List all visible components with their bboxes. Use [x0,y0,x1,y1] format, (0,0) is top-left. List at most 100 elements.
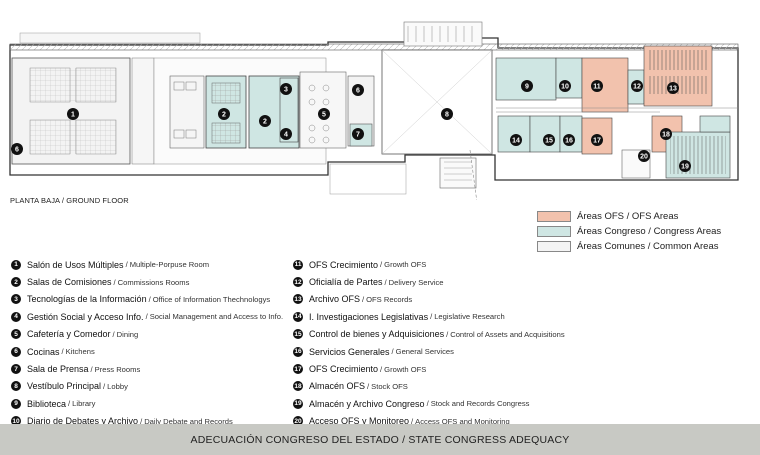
svg-text:1: 1 [71,112,75,119]
svg-text:16: 16 [565,138,573,145]
plan-marker-17: 17 [591,134,603,146]
legend-number: 11 [293,259,303,270]
legend-en: Stock and Records Congress [430,399,530,409]
plan-marker-13: 13 [667,82,679,94]
svg-text:9: 9 [525,84,529,91]
legend-number: 2 [11,277,21,288]
area-key-ofs: Áreas OFS / OFS Areas [537,209,721,224]
svg-text:8: 8 [445,112,449,119]
area-key-congress: Áreas Congreso / Congress Areas [537,224,721,239]
legend-es: Acceso OFS y Monitoreo [309,416,410,427]
plan-marker-6b: 6 [352,84,364,96]
footer-bar: ADECUACIÓN CONGRESO DEL ESTADO / STATE C… [0,424,760,455]
legend-en: Control of Assets and Acquisitions [450,329,565,339]
legend-es: Salón de Usos Múltiples [27,259,124,270]
legend-es: Cocinas [27,346,60,357]
legend-en: General Services [395,347,454,357]
floor-label: PLANTA BAJA / GROUND FLOOR [10,196,129,205]
legend-number: 15 [293,329,303,340]
building-outline [9,37,739,181]
svg-text:12: 12 [633,84,641,91]
area-key-label: Áreas OFS / OFS Areas [577,211,679,222]
floor-plan: 1 2 2 3 4 5 6 6 7 8 9 10 11 12 13 14 15 … [9,21,739,200]
legend-es: Vestíbulo Principal [27,381,102,392]
plan-marker-15: 15 [543,134,555,146]
legend-en: Library [72,399,96,409]
plan-marker-6a: 6 [11,143,23,155]
svg-text:10: 10 [561,84,569,91]
legend-es: Tecnologías de la Información [27,294,147,305]
legend-number: 19 [293,398,303,409]
legend-number: 13 [293,294,303,305]
legend-es: I. Investigaciones Legislativas [309,311,429,322]
plan-marker-9: 9 [521,80,533,92]
svg-text:14: 14 [512,138,520,145]
plan-marker-5: 5 [318,108,330,120]
svg-text:13: 13 [669,86,677,93]
svg-text:6: 6 [356,88,360,95]
legend-number: 9 [11,398,21,409]
svg-text:4: 4 [284,132,288,139]
area-key: Áreas OFS / OFS Areas Áreas Congreso / C… [537,209,721,254]
legend-number: 1 [11,259,21,270]
legend-es: Cafetería y Comedor [27,329,111,340]
legend-number: 3 [11,294,21,305]
svg-text:17: 17 [593,138,601,145]
legend-es: Oficialía de Partes [309,277,383,288]
swatch-ofs [537,211,571,222]
legend-es: Biblioteca [27,398,67,409]
legend-en: Delivery Service [388,277,444,287]
svg-text:2: 2 [263,119,267,126]
plan-marker-12: 12 [631,80,643,92]
legend-number: 6 [11,346,21,357]
plan-marker-2a: 2 [218,108,230,120]
plan-marker-2b: 2 [259,115,271,127]
svg-text:19: 19 [681,164,689,171]
legend-es: OFS Crecimiento [309,364,379,375]
legend-en: Commissions Rooms [117,277,190,287]
legend-es: Diario de Debates y Archivo [27,416,139,427]
legend-number: 5 [11,329,21,340]
footer-title: ADECUACIÓN CONGRESO DEL ESTADO / STATE C… [190,433,570,446]
legend-es: Archivo OFS [309,294,361,305]
legend-number: 18 [293,381,303,392]
legend-es: Servicios Generales [309,346,390,357]
legend-en: Legislative Research [434,312,505,322]
legend-es: Sala de Prensa [27,364,89,375]
plan-marker-10: 10 [559,80,571,92]
legend-en: OFS Records [366,294,413,304]
legend-en: Office of Information Thechnologys [152,294,271,304]
legend-number: 20 [293,416,303,427]
plan-marker-7: 7 [352,128,364,140]
legend-en: Stock OFS [371,381,408,391]
legend-en: Dining [116,329,139,339]
legend-es: Salas de Comisiones [27,277,112,288]
legend-number: 16 [293,346,303,357]
legend-number: 7 [11,364,21,375]
plan-marker-16: 16 [563,134,575,146]
legend-es: Gestión Social y Acceso Info. [27,311,144,322]
legend-es: Control de bienes y Adquisiciones [309,329,445,340]
plan-marker-1: 1 [67,108,79,120]
legend-en: Growth OFS [384,260,427,270]
plan-marker-14: 14 [510,134,522,146]
swatch-congress [537,226,571,237]
svg-text:5: 5 [322,112,326,119]
legend-en: Daily Debate and Records [144,416,233,426]
legend-number: 4 [11,311,21,322]
legend-en: Growth OFS [384,364,427,374]
svg-text:7: 7 [356,132,360,139]
legend-es: Almacén y Archivo Congreso [309,398,425,409]
